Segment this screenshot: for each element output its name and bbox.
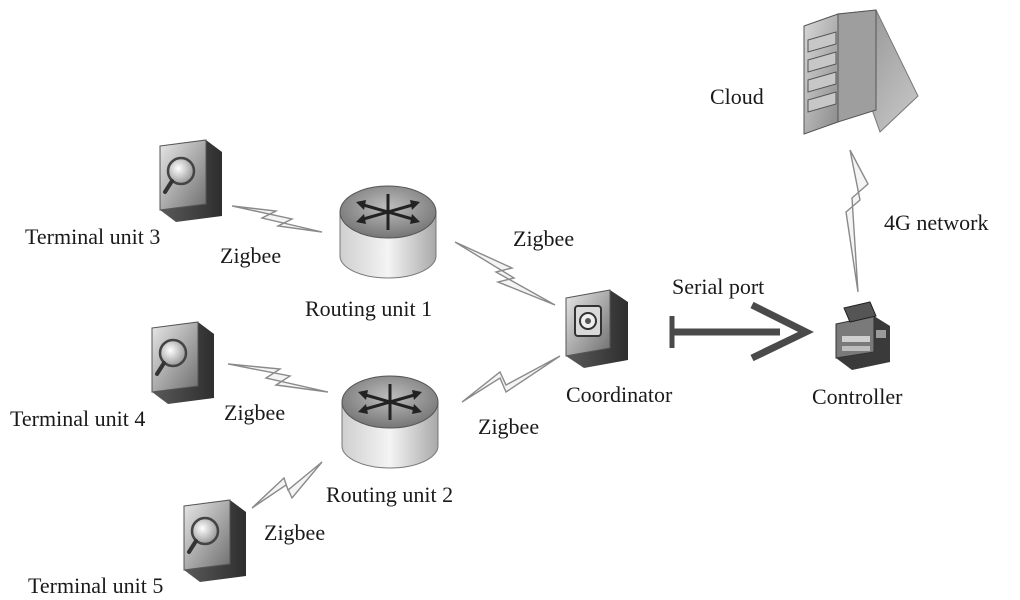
4g-link-cloud-controller — [845, 149, 869, 293]
routing-1-label: Routing unit 1 — [305, 296, 433, 321]
zigbee-link-r1-coordinator — [454, 241, 556, 306]
terminal-4-icon — [151, 321, 214, 404]
terminal-4-label: Terminal unit 4 — [10, 406, 146, 431]
serial-port-arrow — [669, 301, 814, 362]
terminal-5-icon — [183, 499, 246, 582]
4g-network-label: 4G network — [884, 210, 989, 235]
coordinator-label: Coordinator — [566, 382, 673, 407]
terminal-3-label: Terminal unit 3 — [25, 224, 161, 249]
zigbee-link-t3-r1 — [231, 205, 323, 233]
controller-label: Controller — [812, 384, 903, 409]
zigbee-link-t5-r2 — [251, 461, 323, 509]
cloud-label: Cloud — [710, 84, 764, 109]
routing-2-label: Routing unit 2 — [326, 482, 454, 507]
zigbee-label-r2-coordinator: Zigbee — [478, 414, 540, 439]
router-2-icon — [341, 375, 439, 469]
zigbee-label-r1-coordinator: Zigbee — [513, 226, 575, 251]
zigbee-label-t4: Zigbee — [224, 400, 286, 425]
controller-icon — [835, 301, 890, 370]
router-1-icon — [339, 185, 437, 279]
terminal-5-label: Terminal unit 5 — [28, 573, 164, 598]
zigbee-label-t5: Zigbee — [264, 520, 326, 545]
zigbee-link-r2-coordinator — [461, 355, 561, 403]
coordinator-icon — [565, 289, 628, 368]
terminal-3-icon — [159, 139, 222, 222]
serial-port-label: Serial port — [672, 274, 765, 299]
zigbee-label-t3: Zigbee — [220, 243, 282, 268]
cloud-server-icon — [803, 9, 919, 135]
zigbee-link-t4-r2 — [227, 363, 329, 393]
